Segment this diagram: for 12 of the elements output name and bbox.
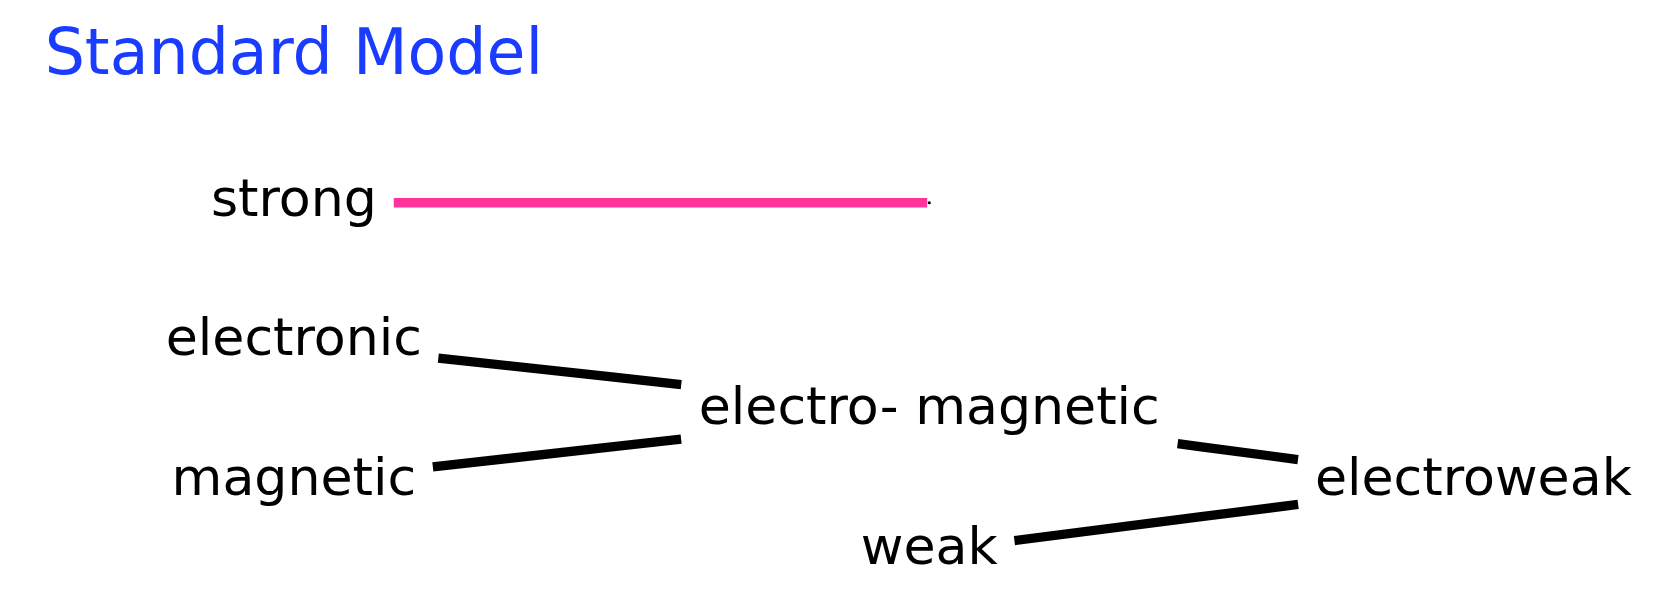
connector bbox=[432, 434, 682, 472]
connector bbox=[1177, 439, 1299, 465]
node-text: weak bbox=[860, 516, 998, 577]
node-text: magnetic bbox=[171, 447, 417, 508]
node-text: electroweak bbox=[1314, 447, 1632, 508]
label: Standard Model bbox=[44, 14, 544, 89]
connector bbox=[1013, 499, 1299, 546]
node-text: electronic bbox=[165, 307, 423, 368]
connector bbox=[437, 353, 682, 390]
node-text: electro- magnetic bbox=[698, 376, 1160, 437]
node-text: strong bbox=[210, 167, 377, 228]
connector bbox=[393, 198, 928, 208]
